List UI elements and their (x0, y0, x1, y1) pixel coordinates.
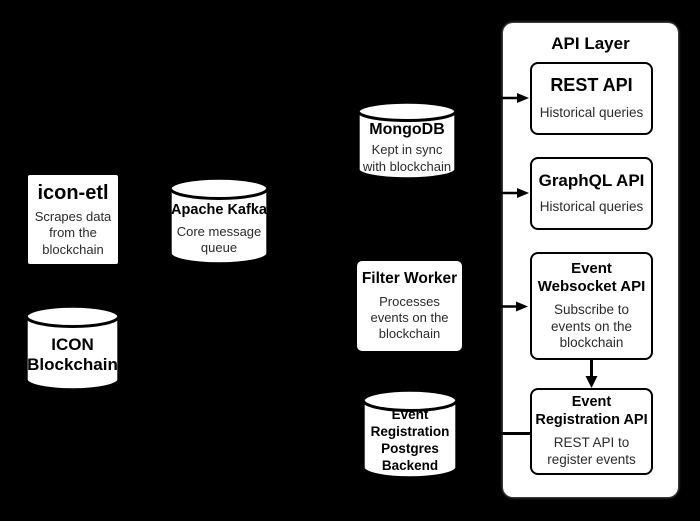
filter-worker-title: Filter Worker (361, 270, 458, 288)
postgres-backend-title: Event Registration Postgres Backend (370, 407, 450, 473)
event-websocket-api-title: Event Websocket API (537, 259, 646, 295)
icon-etl-description: Scrapes data from the blockchain (34, 209, 112, 257)
database-cylinder-shape (362, 389, 458, 479)
apache-kafka-title: Apache Kafka (171, 202, 267, 219)
node-graphql-api: GraphQL API Historical queries (530, 157, 653, 230)
node-event-registration-api: Event Registration API REST API to regis… (530, 388, 653, 475)
event-registration-api-description: REST API to register events (547, 435, 636, 467)
graphql-api-description: Historical queries (539, 199, 644, 215)
node-filter-worker: Filter Worker Processes events on the bl… (355, 259, 464, 353)
node-rest-api: REST API Historical queries (530, 62, 653, 135)
event-websocket-api-description: Subscribe to events on the blockchain (550, 301, 633, 351)
graphql-api-title: GraphQL API (538, 170, 645, 190)
database-cylinder-shape (169, 177, 269, 265)
api-layer-panel: API Layer REST API Historical queries Gr… (503, 23, 678, 497)
icon-etl-title: icon-etl (37, 182, 109, 205)
icon-blockchain-title: ICON Blockchain (27, 334, 118, 374)
node-apache-kafka: Apache Kafka Core message queue (169, 177, 269, 265)
api-layer-title: API Layer (551, 34, 630, 53)
apache-kafka-description: Core message queue (176, 223, 262, 255)
database-cylinder-shape (357, 101, 457, 180)
node-icon-blockchain: ICON Blockchain (25, 305, 120, 391)
rest-api-description: Historical queries (539, 104, 644, 120)
database-cylinder-shape (25, 305, 120, 391)
mongodb-description: Kept in sync with blockchain (362, 142, 452, 174)
node-event-websocket-api: Event Websocket API Subscribe to events … (530, 252, 653, 360)
node-icon-etl: icon-etl Scrapes data from the blockchai… (26, 173, 120, 266)
filter-worker-description: Processes events on the blockchain (370, 293, 449, 341)
node-postgres-backend: Event Registration Postgres Backend (362, 389, 458, 479)
mongodb-title: MongoDB (369, 121, 445, 139)
event-registration-api-title: Event Registration API (535, 394, 648, 428)
rest-api-title: REST API (550, 75, 633, 96)
node-mongodb: MongoDB Kept in sync with blockchain (357, 101, 457, 180)
